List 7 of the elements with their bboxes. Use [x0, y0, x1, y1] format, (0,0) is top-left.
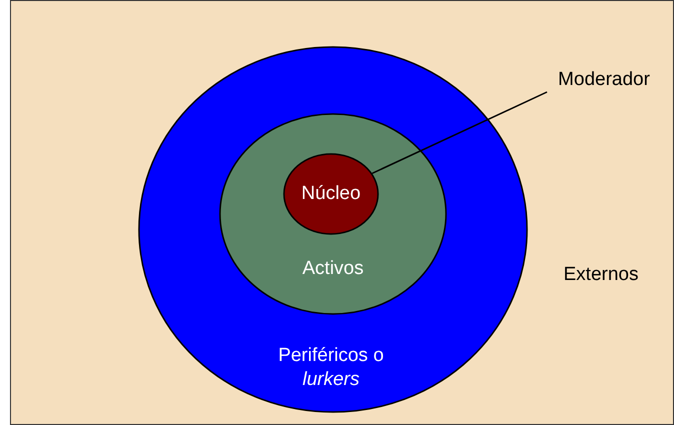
region-label: Moderador: [557, 68, 651, 92]
region-label: Periféricos o lurkers: [277, 344, 385, 392]
background-panel: [10, 0, 674, 425]
region-label: Núcleo: [300, 182, 362, 206]
region-label: Activos: [301, 257, 365, 281]
leader-line: [372, 91, 548, 174]
region-label: Externos: [562, 263, 640, 287]
